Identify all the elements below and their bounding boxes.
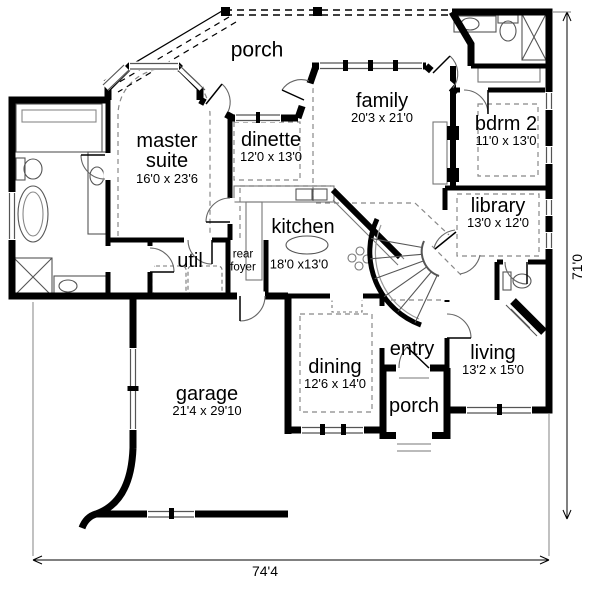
overall-height-dimension: 71'0 [568,253,585,281]
diagonal-gaps [101,63,455,119]
room-dimensions: 21'4 x 29'10 [172,403,242,419]
room-dimensions: 13'2 x 15'0 [461,362,525,378]
room-dimensions: 12'6 x 14'0 [303,376,367,392]
bdrm2-closet-shelf [477,67,541,83]
room-name: util [177,249,203,272]
room-name: suite [145,150,189,173]
wall-niches [221,7,459,182]
room-label-garage: garage 21'4 x 29'10 [172,384,241,418]
stairs [367,217,440,328]
room-name: kitchen [271,215,335,238]
kitchen-island [285,235,329,255]
room-dimensions: 12'0 x 13'0 [239,149,303,165]
room-label-util: util [177,249,203,272]
room-dimensions: 11'0 x 13'0 [475,133,537,149]
porch-steps [397,371,431,452]
room-name: garage [175,383,239,406]
toilet [497,14,519,42]
room-name: foyer [230,261,256,273]
room-label-entry: entry [389,337,435,360]
shower [13,257,53,297]
room-dimensions: 16'0 x 23'6 [135,170,199,186]
media-niche [432,121,448,185]
room-label-porch-top: porch [230,38,284,62]
room-name: bdrm 2 [474,113,538,136]
room-dimensions: 18'0 x13'0 [269,256,329,272]
doors [80,55,528,369]
room-label-library: library 13'0 x 12'0 [467,196,529,230]
porch-post [313,7,322,16]
room-name: dinette [240,129,302,152]
room-name: master [136,129,198,152]
dimension-lines [32,11,572,565]
room-dimensions: 13'0 x 12'0 [466,215,530,231]
room-label-kitchen: kitchen [271,215,335,238]
room-label-living: living 13'2 x 15'0 [462,343,524,377]
fireplace [505,298,547,337]
room-label-porch-bottom: porch [388,394,440,417]
room-name: porch [230,38,284,62]
room-name: porch [388,394,440,417]
room-name: dining [308,356,362,379]
overall-width-dimension: 74'4 [251,562,279,579]
dimension-text: 74'4 [251,562,279,579]
bathtub [17,185,49,243]
closet [15,103,103,153]
room-label-bdrm2: bdrm 2 11'0 x 13'0 [475,114,537,148]
toilet [15,157,43,181]
window-mullions [127,60,502,519]
shower [521,13,547,61]
vanity-sink [53,151,107,297]
room-label-master-suite: master suite 16'0 x 23'6 [136,131,198,185]
room-name: rear [232,248,254,261]
room-name: family [355,90,409,113]
room-name: library [470,195,526,218]
room-label-dinette: dinette 12'0 x 13'0 [240,130,302,164]
room-name: entry [389,337,435,360]
dimension-text: 71'0 [568,253,585,281]
room-label-kitchen-dims: 18'0 x13'0 [269,256,329,272]
room-name: living [470,342,516,365]
room-label-dining: dining 12'6 x 14'0 [304,357,366,391]
room-dimensions: 20'3 x 21'0 [350,110,414,126]
room-label-family: family 20'3 x 21'0 [351,91,413,125]
porch-post [221,7,230,16]
room-label-rear-foyer: rear foyer [230,248,256,273]
